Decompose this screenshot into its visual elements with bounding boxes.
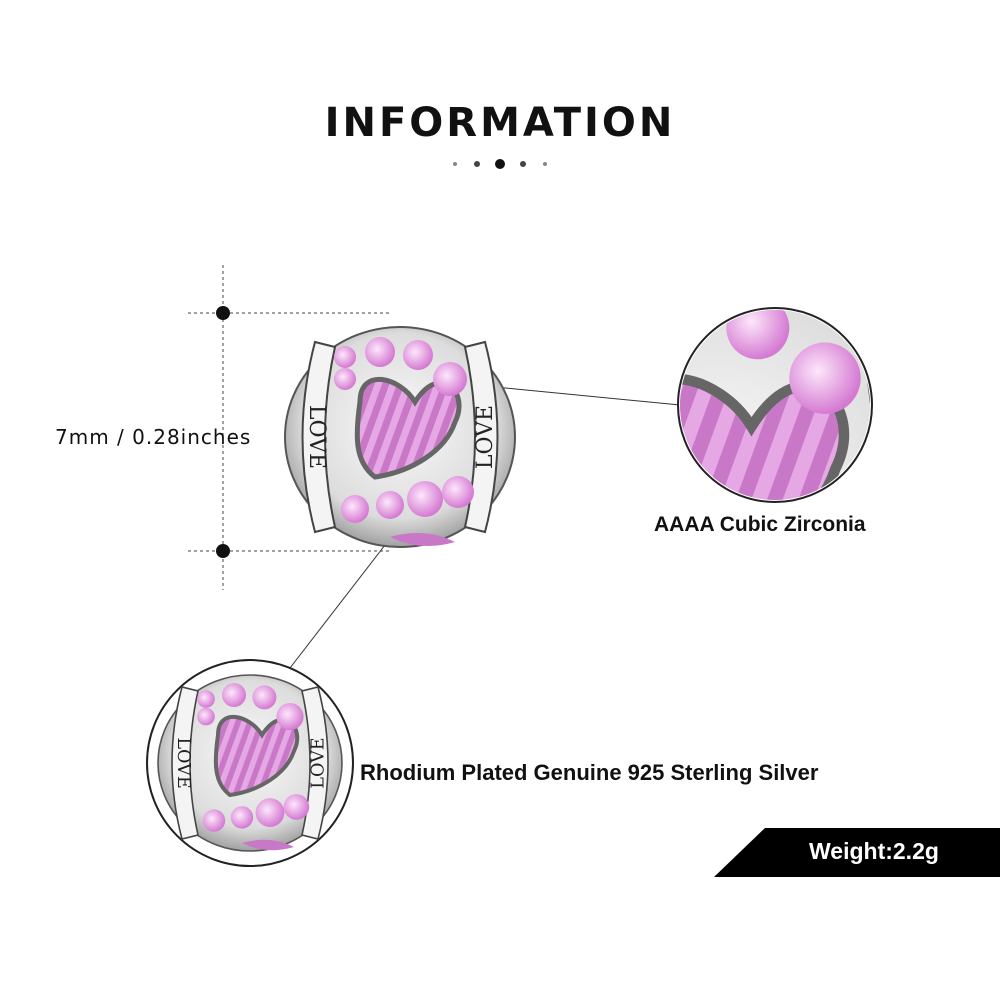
engraving-right-small: LOVE: [309, 737, 329, 788]
dimension-top-marker: [216, 306, 230, 320]
silver-detail-zoom: LOVE LOVE: [146, 659, 354, 867]
engraving-left: LOVE: [304, 405, 329, 469]
stone-label: AAAA Cubic Zirconia: [654, 513, 866, 536]
engraving-left-small: LOVE: [173, 737, 193, 788]
material-label: Rhodium Plated Genuine 925 Sterling Silv…: [360, 760, 819, 785]
weight-label: Weight:2.2g: [809, 838, 939, 864]
main-charm-image: LOVE LOVE: [285, 327, 515, 547]
title-divider-dots: [453, 159, 547, 169]
engraving-right: LOVE: [473, 405, 498, 469]
stone-detail-zoom: [677, 307, 873, 503]
page-title: INFORMATION: [324, 100, 676, 146]
dimension-label: 7mm / 0.28inches: [55, 425, 252, 449]
weight-banner: Weight:2.2g: [714, 828, 1000, 877]
dimension-bottom-marker: [216, 544, 230, 558]
